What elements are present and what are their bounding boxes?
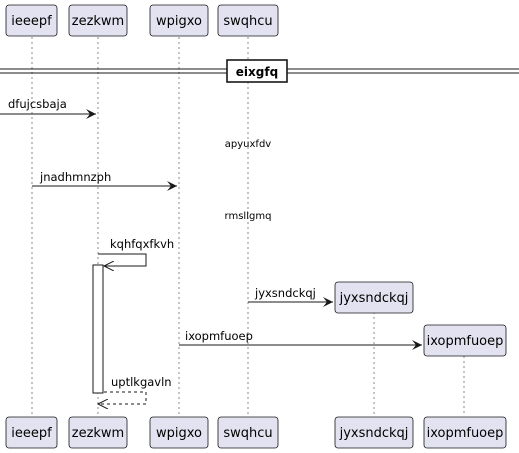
participants-bottom: ieeepf zezkwm wpigxo swqhcu jyxsndckqj i… — [5, 416, 507, 449]
message-label: dfujcsbaja — [8, 97, 67, 111]
message-kqhfqxfkvh: kqhfqxfkvh — [98, 237, 174, 266]
participants-top: ieeepf zezkwm wpigxo swqhcu — [5, 4, 279, 37]
message-create-jyxsndckqj: jyxsndckqj — [248, 286, 333, 307]
message-uptlkgavln: uptlkgavln — [98, 375, 172, 404]
message-jnadhmnzph: jnadhmnzph — [32, 170, 177, 191]
participant-ieeepf-top[interactable]: ieeepf — [5, 4, 58, 37]
message-create-ixopmfuoep: ixopmfuoep — [179, 329, 422, 350]
participant-jyxsndckqj-created[interactable]: jyxsndckqj — [334, 281, 414, 314]
participant-ixopmfuoep-bottom[interactable]: ixopmfuoep — [423, 416, 507, 449]
message-label: ixopmfuoep — [185, 329, 253, 343]
delay-label: rmsllgmq — [225, 211, 272, 222]
participant-label: swqhcu — [223, 426, 272, 441]
participant-label: zezkwm — [72, 426, 124, 441]
participant-label: jyxsndckqj — [339, 426, 409, 441]
separator-label: eixgfq — [236, 65, 278, 79]
separator-box — [226, 59, 288, 83]
participant-ieeepf-bottom[interactable]: ieeepf — [5, 416, 58, 449]
participant-label: ieeepf — [11, 14, 52, 29]
participant-zezkwm-bottom[interactable]: zezkwm — [68, 416, 128, 449]
delay-label: apyuxfdv — [225, 139, 272, 150]
participant-label: swqhcu — [223, 14, 272, 29]
participant-label: zezkwm — [72, 14, 124, 29]
participant-label: jyxsndckqj — [339, 291, 409, 306]
participant-label: wpigxo — [156, 14, 202, 29]
participant-label: wpigxo — [156, 426, 202, 441]
participant-zezkwm-top[interactable]: zezkwm — [68, 4, 128, 37]
participant-wpigxo-top[interactable]: wpigxo — [149, 4, 209, 37]
message-label: jyxsndckqj — [254, 286, 316, 300]
activation-bar-zezkwm — [92, 264, 104, 394]
participant-label: ieeepf — [11, 426, 52, 441]
participant-jyxsndckqj-bottom[interactable]: jyxsndckqj — [334, 416, 414, 449]
participant-wpigxo-bottom[interactable]: wpigxo — [149, 416, 209, 449]
message-label: uptlkgavln — [111, 375, 172, 389]
participant-swqhcu-top[interactable]: swqhcu — [217, 4, 279, 37]
participant-swqhcu-bottom[interactable]: swqhcu — [217, 416, 279, 449]
message-label: jnadhmnzph — [39, 170, 111, 184]
participant-label: ixopmfuoep — [427, 334, 504, 349]
participant-label: ixopmfuoep — [427, 426, 504, 441]
message-label: kqhfqxfkvh — [110, 237, 174, 251]
separator: eixgfq — [0, 59, 519, 83]
message-dfujcsbaja: dfujcsbaja — [0, 97, 96, 119]
participant-ixopmfuoep-created[interactable]: ixopmfuoep — [423, 324, 507, 357]
